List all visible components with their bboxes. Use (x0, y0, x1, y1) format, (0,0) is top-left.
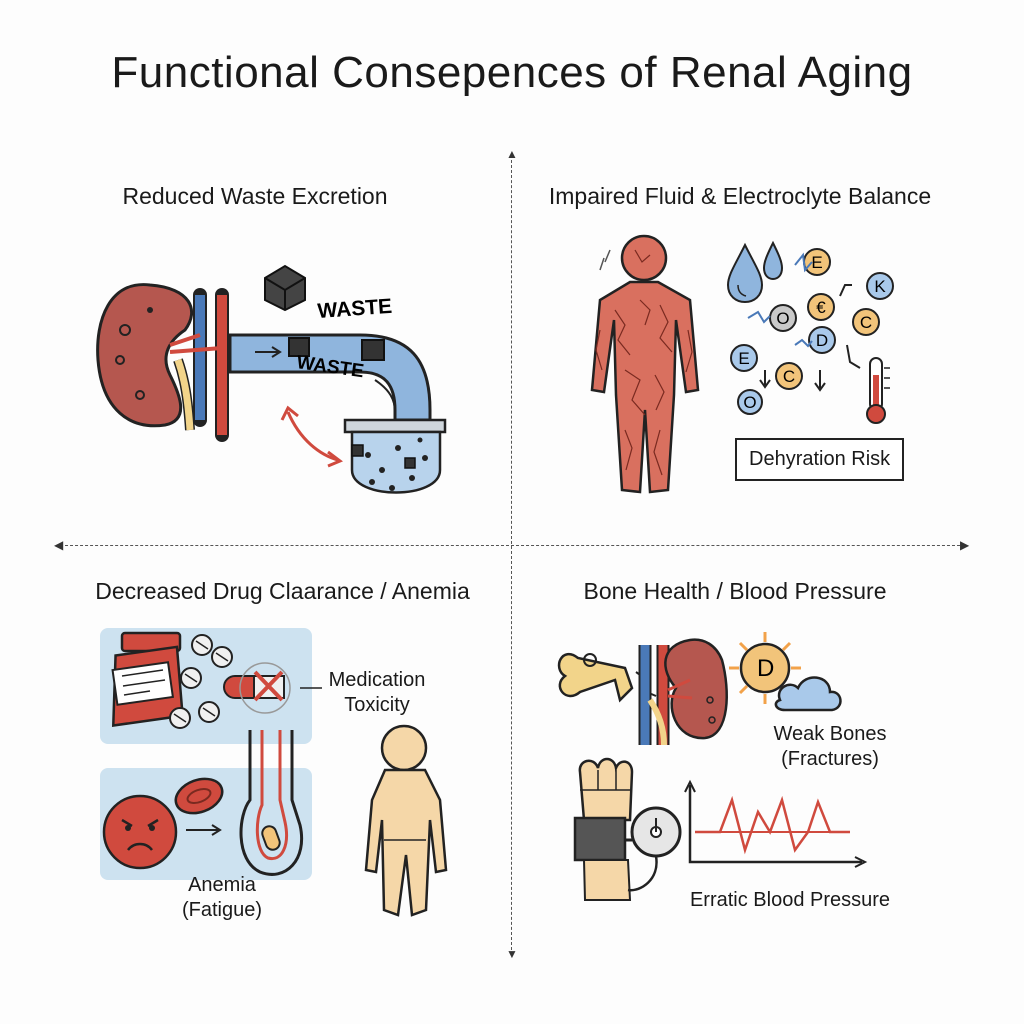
sad-blood-cell-icon (102, 794, 222, 870)
svg-text:€: € (816, 298, 826, 317)
page-title: Functional Consepences of Renal Aging (111, 48, 913, 97)
weak-bones-label: Weak Bones (Fractures) (773, 723, 887, 770)
svg-text:E: E (738, 349, 749, 368)
water-drop-icon (726, 240, 784, 304)
quadrant-title-fluid: Impaired Fluid & Electroclyte Balance (548, 183, 932, 209)
fist-cuff-icon (573, 757, 682, 901)
svg-text:D: D (757, 655, 774, 682)
quadrant-title-bone: Bone Health / Blood Pressure (583, 578, 887, 604)
arrow-down-icon: ▼ (506, 947, 518, 961)
tired-person-icon (364, 724, 448, 917)
kidney-tubule-icon (239, 730, 303, 876)
arrow-up-icon: ▲ (506, 147, 518, 161)
electrolyte-ion-icon: E K € O C D E C O (730, 248, 894, 415)
svg-text:O: O (776, 309, 789, 328)
svg-text:C: C (860, 313, 872, 332)
quadrant-title-drug: Decreased Drug Claarance / Anemia (95, 578, 470, 604)
svg-text:K: K (874, 277, 886, 296)
arrow-left-icon: ◀ (54, 538, 64, 552)
thermometer-icon (866, 357, 890, 424)
cracked-skin-body-icon (590, 234, 700, 494)
quadrant-title-waste: Reduced Waste Excretion (122, 183, 388, 209)
bp-chart-icon (684, 779, 868, 868)
anemia-fatigue-label: Anemia (Fatigue) (181, 874, 263, 921)
svg-text:E: E (811, 253, 822, 272)
waste-cube-icon (264, 264, 385, 361)
vertical-divider (511, 155, 512, 955)
double-arrow-icon (280, 405, 343, 468)
svg-text:C: C (783, 367, 795, 386)
arrow-right-icon: ▶ (960, 538, 970, 552)
renal-vessels-icon (169, 288, 229, 442)
dehydration-risk-label: Dehyration Risk (735, 438, 905, 481)
pill-bottle-icon (111, 631, 184, 727)
svg-text:D: D (816, 331, 828, 350)
horizontal-divider (60, 545, 965, 546)
pill-icon (169, 634, 233, 729)
kidney-icon (96, 283, 194, 428)
waste-label: WASTE (317, 295, 393, 323)
cloud-icon (774, 676, 842, 712)
red-blood-cell-icon (174, 777, 224, 815)
kidney-vessels-icon (638, 638, 728, 746)
medication-toxicity-label: Medication Toxicity (328, 669, 426, 716)
svg-text:O: O (743, 393, 756, 412)
erratic-bp-label: Erratic Blood Pressure (689, 889, 891, 911)
ion-arrows-icon (747, 252, 861, 392)
cross-icon (253, 670, 284, 702)
